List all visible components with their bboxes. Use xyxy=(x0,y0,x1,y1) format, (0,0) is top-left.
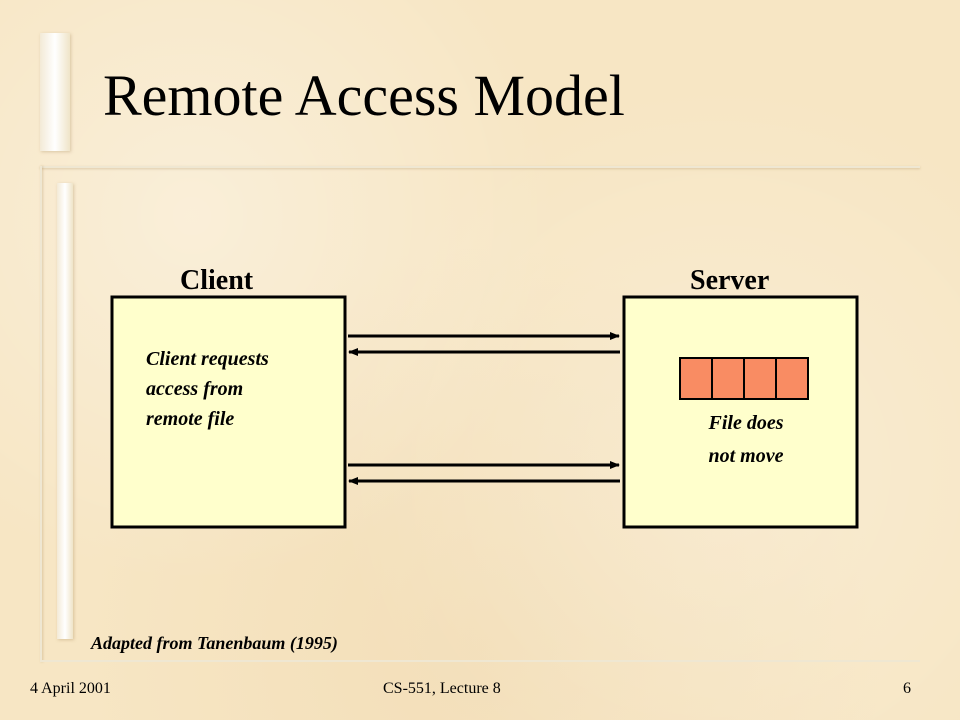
client-text-line: remote file xyxy=(146,408,235,430)
file-block xyxy=(775,357,809,400)
content-decoration-bar xyxy=(57,183,73,639)
server-text-line: not move xyxy=(708,445,784,467)
file-block xyxy=(679,357,713,400)
client-description: Client requests access from remote file xyxy=(146,344,269,434)
citation: Adapted from Tanenbaum (1995) xyxy=(91,633,338,653)
content-frame-top-line xyxy=(40,166,920,168)
footer-course: CS-551, Lecture 8 xyxy=(383,680,501,697)
slide-title: Remote Access Model xyxy=(103,63,625,128)
server-label: Server xyxy=(690,265,770,296)
server-description: File does not move xyxy=(676,407,816,473)
content-frame-bottom-line xyxy=(40,660,920,662)
file-block xyxy=(711,357,745,400)
client-text-line: Client requests xyxy=(146,348,269,370)
file-block xyxy=(743,357,777,400)
content-frame-left-line xyxy=(40,166,42,662)
client-label: Client xyxy=(180,265,254,296)
footer-date: 4 April 2001 xyxy=(30,680,111,697)
remote-file xyxy=(679,357,809,400)
server-text-line: File does xyxy=(708,412,784,434)
footer-page-number: 6 xyxy=(903,680,911,697)
title-decoration-bar xyxy=(40,33,70,151)
client-text-line: access from xyxy=(146,378,244,400)
server-box xyxy=(622,295,859,529)
client-box xyxy=(110,295,347,529)
